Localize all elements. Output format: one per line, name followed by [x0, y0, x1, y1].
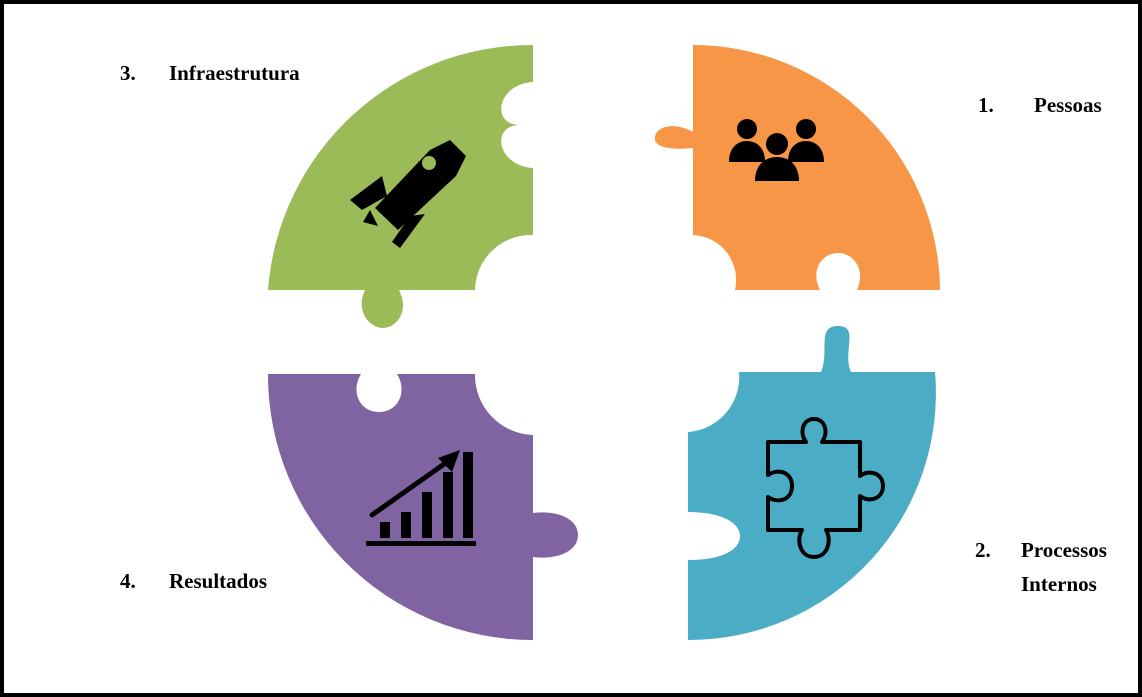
people-group-icon	[729, 119, 824, 181]
quadrant-results	[267, 374, 578, 640]
quadrant-people	[654, 45, 940, 290]
label-processes-title-line1: Processos	[1021, 538, 1107, 562]
label-people-number: 1.	[978, 93, 994, 117]
label-results-title: Resultados	[169, 569, 268, 593]
rocket-icon	[350, 140, 466, 248]
label-infrastructure-title: Infraestrutura	[169, 61, 300, 85]
puzzle-piece-processes	[688, 326, 936, 641]
label-people: 1. Pessoas	[978, 88, 1102, 122]
puzzle-piece-icon	[766, 417, 885, 559]
quadrant-infrastructure	[268, 44, 533, 328]
label-processes-title-line2: Internos	[1021, 572, 1097, 596]
quadrant-processes	[688, 326, 936, 641]
label-infrastructure-number: 3.	[120, 61, 136, 85]
growth-chart-icon	[366, 450, 476, 546]
puzzle-piece-people	[654, 45, 940, 290]
label-infrastructure: 3. Infraestrutura	[120, 56, 300, 90]
label-people-title: Pessoas	[1034, 93, 1102, 117]
label-results-number: 4.	[120, 569, 136, 593]
label-processes-number: 2.	[975, 538, 991, 562]
label-processes: 2. Processos Internos	[975, 533, 1107, 601]
label-results: 4. Resultados	[120, 564, 267, 598]
